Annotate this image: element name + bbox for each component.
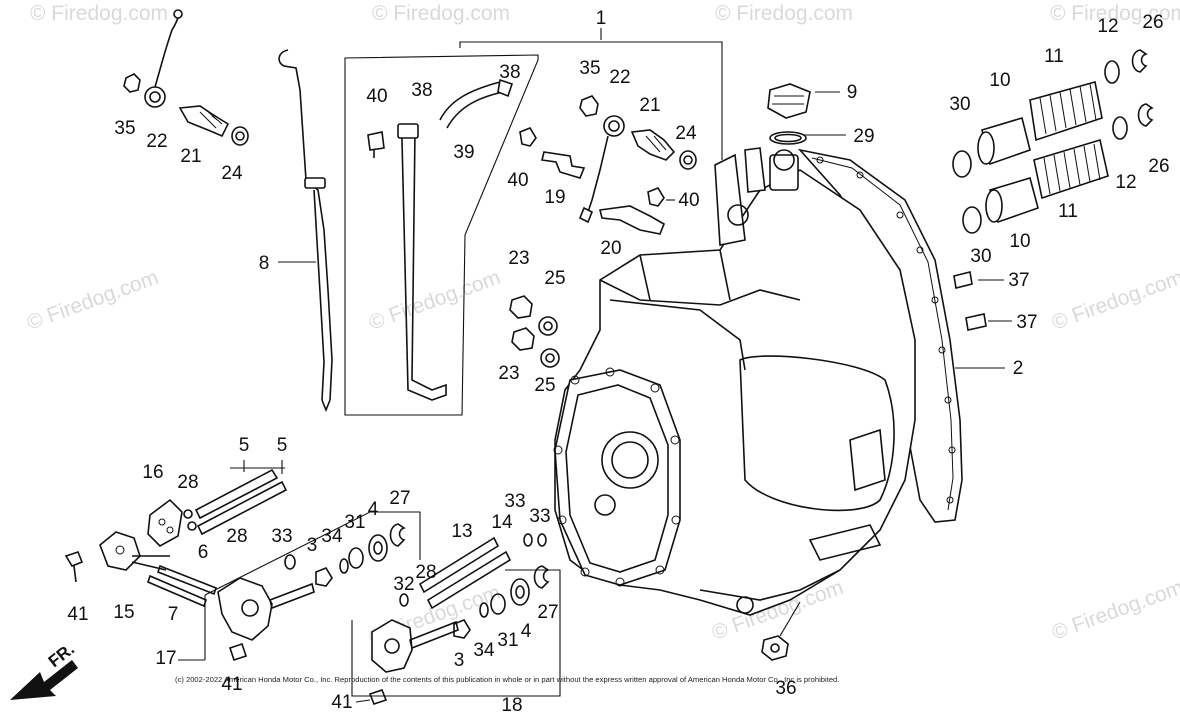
callout-41: 41 bbox=[331, 692, 352, 713]
callout-12: 12 bbox=[1115, 172, 1136, 193]
watermark: © Firedog.com bbox=[30, 2, 168, 25]
callout-29: 29 bbox=[853, 126, 874, 147]
shift-linkage-drawing bbox=[64, 467, 561, 705]
callout-32: 32 bbox=[393, 574, 414, 595]
callout-25: 25 bbox=[534, 375, 555, 396]
callout-10: 10 bbox=[989, 70, 1010, 91]
callout-22: 22 bbox=[609, 67, 630, 88]
callout-40: 40 bbox=[507, 170, 528, 191]
callout-4: 4 bbox=[521, 621, 532, 642]
callout-21: 21 bbox=[639, 95, 660, 116]
callout-31: 31 bbox=[497, 630, 518, 651]
callout-28: 28 bbox=[415, 562, 436, 583]
filler-tube-assembly-drawing bbox=[344, 54, 539, 416]
callout-labels: 1 2 3 3 4 4 5 5 6 7 8 9 10 10 11 11 12 1… bbox=[67, 8, 1169, 716]
callout-2: 2 bbox=[1013, 358, 1024, 379]
callout-34: 34 bbox=[473, 640, 495, 661]
sensor-parts-right-drawing bbox=[519, 95, 697, 235]
callout-35: 35 bbox=[579, 58, 600, 79]
callout-27: 27 bbox=[537, 602, 558, 623]
callout-41: 41 bbox=[67, 604, 88, 625]
watermark: © Firedog.com bbox=[24, 266, 162, 335]
callout-9: 9 bbox=[847, 82, 858, 103]
callout-27: 27 bbox=[389, 488, 410, 509]
callout-16: 16 bbox=[142, 462, 163, 483]
callout-35: 35 bbox=[114, 118, 135, 139]
callout-36: 36 bbox=[775, 678, 796, 699]
watermark: © Firedog.com bbox=[715, 2, 853, 25]
callout-37: 37 bbox=[1016, 312, 1037, 333]
callout-23: 23 bbox=[508, 248, 529, 269]
callout-38: 38 bbox=[411, 80, 432, 101]
callout-5: 5 bbox=[277, 435, 288, 456]
callout-15: 15 bbox=[113, 602, 134, 623]
callout-3: 3 bbox=[307, 535, 318, 556]
callout-1: 1 bbox=[596, 8, 607, 29]
callout-21: 21 bbox=[180, 146, 201, 167]
callout-24: 24 bbox=[675, 123, 697, 144]
drain-plug-drawing bbox=[761, 635, 789, 661]
callout-24: 24 bbox=[221, 163, 243, 184]
callout-5: 5 bbox=[239, 435, 250, 456]
callout-26: 26 bbox=[1142, 12, 1163, 33]
callout-7: 7 bbox=[168, 604, 179, 625]
callout-14: 14 bbox=[491, 512, 513, 533]
callout-41: 41 bbox=[221, 674, 242, 695]
callout-12: 12 bbox=[1097, 16, 1118, 37]
dipstick-drawing bbox=[278, 49, 333, 413]
callout-13: 13 bbox=[451, 521, 472, 542]
leader-lines bbox=[178, 28, 1012, 703]
callout-3: 3 bbox=[454, 650, 465, 671]
callout-6: 6 bbox=[198, 542, 209, 563]
watermark: © Firedog.com bbox=[1049, 576, 1180, 645]
callout-33: 33 bbox=[529, 506, 550, 527]
callout-31: 31 bbox=[344, 512, 365, 533]
callout-25: 25 bbox=[544, 268, 565, 289]
callout-11: 11 bbox=[1044, 46, 1064, 67]
dowel-pins-drawing bbox=[953, 271, 987, 331]
sensor-parts-left-drawing bbox=[123, 9, 249, 146]
callout-30: 30 bbox=[949, 94, 970, 115]
callout-39: 39 bbox=[453, 142, 474, 163]
callout-34: 34 bbox=[321, 526, 343, 547]
transmission-case-drawing bbox=[553, 147, 963, 616]
callout-23: 23 bbox=[498, 363, 519, 384]
callout-4: 4 bbox=[368, 499, 379, 520]
callout-38: 38 bbox=[499, 62, 520, 83]
callout-40: 40 bbox=[678, 190, 699, 211]
callout-20: 20 bbox=[600, 238, 621, 259]
breather-cap-drawing bbox=[767, 83, 811, 145]
callout-28: 28 bbox=[177, 472, 198, 493]
copyright-notice: (c) 2002-2022 American Honda Motor Co., … bbox=[175, 675, 839, 684]
callout-28: 28 bbox=[226, 526, 247, 547]
callout-33: 33 bbox=[504, 491, 525, 512]
callout-30: 30 bbox=[970, 246, 991, 267]
callout-40: 40 bbox=[366, 86, 387, 107]
callout-8: 8 bbox=[259, 253, 270, 274]
front-direction-arrow: FR. bbox=[10, 639, 78, 700]
callout-37: 37 bbox=[1008, 270, 1029, 291]
callout-11: 11 bbox=[1058, 201, 1078, 222]
drain-bolts-drawing bbox=[509, 295, 560, 368]
watermark: © Firedog.com bbox=[372, 2, 510, 25]
watermark: © Firedog.com bbox=[1049, 266, 1180, 335]
servo-pistons-drawing bbox=[952, 49, 1154, 234]
watermark: © Firedog.com bbox=[366, 266, 504, 335]
callout-33: 33 bbox=[271, 526, 292, 547]
callout-18: 18 bbox=[501, 695, 522, 716]
callout-17: 17 bbox=[155, 648, 176, 669]
callout-26: 26 bbox=[1148, 156, 1169, 177]
watermark: © Firedog.com bbox=[1050, 2, 1180, 25]
callout-10: 10 bbox=[1009, 231, 1030, 252]
callout-22: 22 bbox=[146, 131, 167, 152]
callout-19: 19 bbox=[544, 187, 565, 208]
